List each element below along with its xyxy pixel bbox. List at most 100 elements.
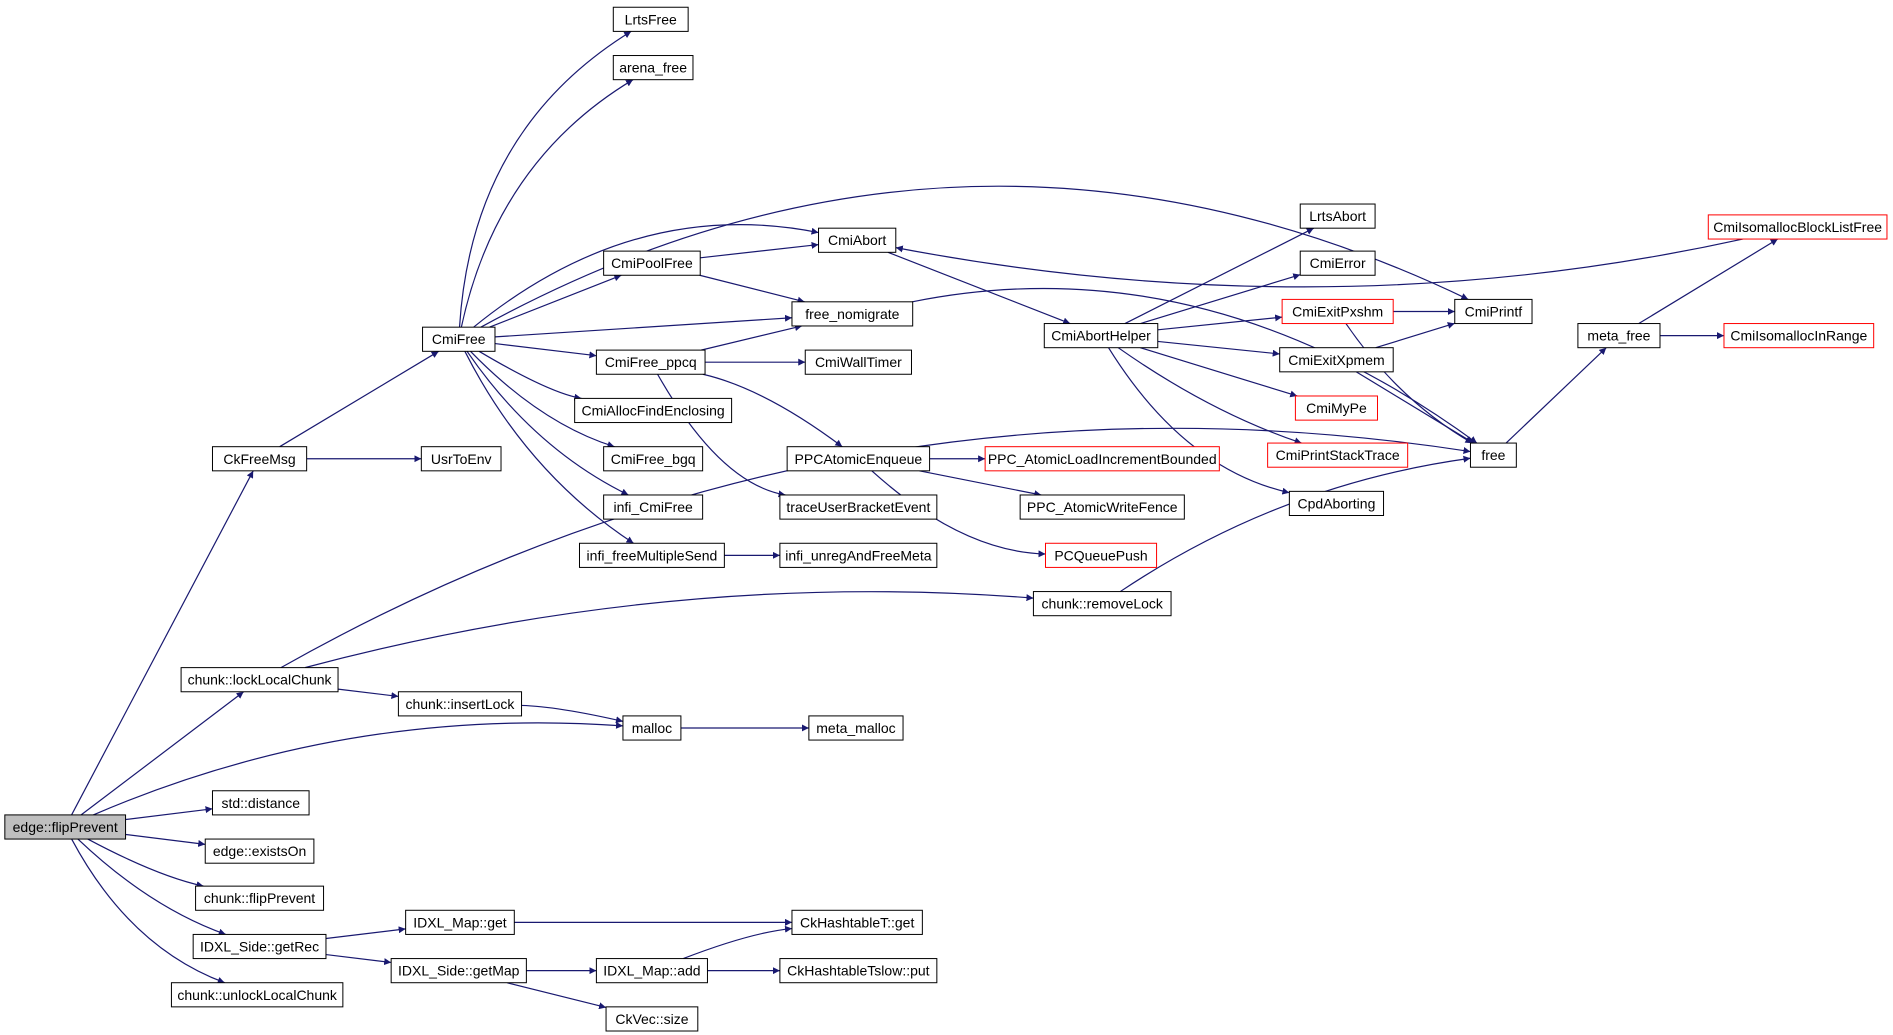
- node-malloc[interactable]: malloc: [622, 715, 682, 741]
- node-label: arena_free: [619, 60, 687, 76]
- node-label: CpdAborting: [1298, 495, 1376, 511]
- node-CkHashtableTslow_put[interactable]: CkHashtableTslow::put: [779, 958, 938, 984]
- node-PCQueuePush[interactable]: PCQueuePush: [1044, 542, 1158, 568]
- node-CmiPrintf[interactable]: CmiPrintf: [1454, 298, 1533, 325]
- node-label: CmiFree_bgq: [611, 451, 696, 467]
- call-edge-PPCAtomicEnqueue-to-PPC_AtomicWriteFence: [919, 470, 1042, 498]
- node-IDXL_Side_getMap[interactable]: IDXL_Side::getMap: [390, 958, 527, 984]
- node-IDXL_Map_get[interactable]: IDXL_Map::get: [405, 909, 515, 935]
- call-edge-CmiFree_ppcq-to-traceUserBracketEvent: [657, 373, 786, 498]
- call-edge-CmiAbortHelper-to-LrtsAbort: [1124, 227, 1315, 325]
- node-box: [1299, 250, 1376, 276]
- node-CmiAllocFindEnclosing[interactable]: CmiAllocFindEnclosing: [574, 397, 733, 424]
- node-box: [786, 446, 931, 472]
- call-edge-edge_flipPrevent-to-chunk_unlockLocalChunk: [71, 838, 225, 984]
- node-chunk_unlockLocalChunk[interactable]: chunk::unlockLocalChunk: [170, 982, 344, 1008]
- node-box: [180, 667, 339, 693]
- node-CmiWallTimer[interactable]: CmiWallTimer: [804, 349, 912, 375]
- node-CkVec_size[interactable]: CkVec::size: [605, 1006, 699, 1032]
- call-edge-CmiFree-to-infi_freeMultipleSend: [464, 351, 634, 544]
- node-label: CkHashtableT::get: [800, 914, 915, 930]
- call-edge-IDXL_Side_getRec-to-IDXL_Side_getMap: [325, 953, 392, 966]
- node-CpdAborting[interactable]: CpdAborting: [1288, 490, 1385, 517]
- node-CmiError[interactable]: CmiError: [1299, 250, 1376, 276]
- node-free[interactable]: free: [1469, 442, 1517, 468]
- node-infi_freeMultipleSend[interactable]: infi_freeMultipleSend: [578, 542, 725, 568]
- node-box: [595, 958, 708, 984]
- node-CmiAbortHelper[interactable]: CmiAbortHelper: [1043, 323, 1159, 349]
- node-CmiMyPe[interactable]: CmiMyPe: [1294, 395, 1378, 421]
- node-CmiFree[interactable]: CmiFree: [422, 326, 496, 352]
- node-CmiExitXpmem[interactable]: CmiExitXpmem: [1279, 347, 1394, 373]
- node-label: CmiExitPxshm: [1292, 303, 1383, 319]
- node-box: [170, 982, 344, 1008]
- node-infi_unregAndFreeMeta[interactable]: infi_unregAndFreeMeta: [779, 542, 938, 568]
- call-edge-edge_flipPrevent-to-CkFreeMsg: [71, 470, 254, 816]
- call-edge-IDXL_Map_add-to-CkHashtableT_get: [683, 925, 793, 960]
- node-chunk_lockLocalChunk[interactable]: chunk::lockLocalChunk: [180, 667, 339, 693]
- node-box: [1577, 323, 1661, 349]
- call-edge-CmiIsomallocBlockListFree-to-CmiAbort: [895, 238, 1743, 288]
- node-meta_free[interactable]: meta_free: [1577, 323, 1661, 349]
- node-label: edge::flipPrevent: [13, 819, 118, 835]
- node-box: [204, 838, 315, 864]
- node-box: [779, 494, 938, 520]
- node-CmiFree_bgq[interactable]: CmiFree_bgq: [603, 446, 704, 472]
- node-infi_CmiFree[interactable]: infi_CmiFree: [603, 494, 704, 520]
- node-label: IDXL_Map::add: [603, 963, 700, 979]
- call-edge-CmiFree_ppcq-to-PPCAtomicEnqueue: [702, 373, 843, 448]
- call-edge-CkFreeMsg-to-CmiFree: [279, 350, 439, 448]
- node-box: [211, 446, 308, 472]
- call-edge-CmiPoolFree-to-free_nomigrate: [699, 274, 805, 304]
- node-label: CmiFree_ppcq: [605, 354, 697, 370]
- node-meta_malloc[interactable]: meta_malloc: [808, 715, 904, 741]
- node-box: [1019, 494, 1185, 520]
- node-edge_flipPrevent[interactable]: edge::flipPrevent: [4, 814, 127, 840]
- node-box: [4, 814, 127, 840]
- node-IDXL_Side_getRec[interactable]: IDXL_Side::getRec: [192, 933, 327, 960]
- node-chunk_removeLock[interactable]: chunk::removeLock: [1032, 591, 1172, 617]
- call-edge-chunk_lockLocalChunk-to-chunk_removeLock: [304, 591, 1034, 669]
- node-arena_free[interactable]: arena_free: [612, 55, 694, 81]
- node-box: [1279, 347, 1394, 373]
- call-edge-edge_flipPrevent-to-chunk_lockLocalChunk: [80, 691, 244, 816]
- node-chunk_insertLock[interactable]: chunk::insertLock: [397, 691, 523, 717]
- node-PPC_AtomicWriteFence[interactable]: PPC_AtomicWriteFence: [1019, 494, 1185, 520]
- call-edge-edge_flipPrevent-to-IDXL_Side_getRec: [77, 838, 226, 936]
- node-CmiFree_ppcq[interactable]: CmiFree_ppcq: [595, 349, 706, 375]
- node-edge_existsOn[interactable]: edge::existsOn: [204, 838, 315, 864]
- node-label: CkFreeMsg: [223, 451, 295, 467]
- node-label: edge::existsOn: [213, 843, 306, 859]
- node-free_nomigrate[interactable]: free_nomigrate: [791, 301, 914, 327]
- call-edge-CmiExitXpmem-to-free: [1355, 371, 1474, 444]
- node-IDXL_Map_add[interactable]: IDXL_Map::add: [595, 958, 708, 984]
- call-edge-CmiExitXpmem-to-CmiPrintf: [1375, 322, 1455, 349]
- node-CmiPrintStackTrace[interactable]: CmiPrintStackTrace: [1267, 442, 1409, 468]
- node-box: [422, 326, 496, 352]
- node-label: CmiMyPe: [1306, 400, 1367, 416]
- node-box: [603, 494, 704, 520]
- call-edge-CmiAbortHelper-to-CmiError: [1140, 273, 1301, 325]
- node-CmiIsomallocBlockListFree[interactable]: CmiIsomallocBlockListFree: [1707, 214, 1888, 240]
- node-traceUserBracketEvent[interactable]: traceUserBracketEvent: [779, 494, 938, 520]
- call-edge-chunk_removeLock-to-free: [1119, 455, 1471, 593]
- node-CmiAbort[interactable]: CmiAbort: [818, 227, 897, 253]
- node-LrtsAbort[interactable]: LrtsAbort: [1299, 203, 1376, 229]
- node-PPCAtomicEnqueue[interactable]: PPCAtomicEnqueue: [786, 446, 931, 472]
- node-CmiIsomallocInRange[interactable]: CmiIsomallocInRange: [1723, 323, 1875, 349]
- node-CmiPoolFree[interactable]: CmiPoolFree: [603, 250, 701, 276]
- node-box: [1299, 203, 1376, 229]
- node-LrtsFree[interactable]: LrtsFree: [612, 6, 689, 32]
- node-CkHashtableT_get[interactable]: CkHashtableT::get: [791, 909, 923, 935]
- node-CkFreeMsg[interactable]: CkFreeMsg: [211, 446, 308, 472]
- node-UsrToEnv[interactable]: UsrToEnv: [420, 446, 502, 472]
- node-std_distance[interactable]: std::distance: [211, 790, 310, 816]
- node-box: [791, 301, 914, 327]
- call-edge-CmiFree-to-CmiAllocFindEnclosing: [478, 350, 582, 401]
- node-PPC_AtomicLoadIncrementBounded[interactable]: PPC_AtomicLoadIncrementBounded: [984, 446, 1220, 472]
- node-box: [1044, 542, 1158, 568]
- node-label: CmiIsomallocInRange: [1730, 328, 1867, 344]
- node-chunk_flipPrevent[interactable]: chunk::flipPrevent: [195, 885, 325, 911]
- node-label: CmiPrintf: [1465, 303, 1523, 319]
- node-CmiExitPxshm[interactable]: CmiExitPxshm: [1281, 298, 1394, 325]
